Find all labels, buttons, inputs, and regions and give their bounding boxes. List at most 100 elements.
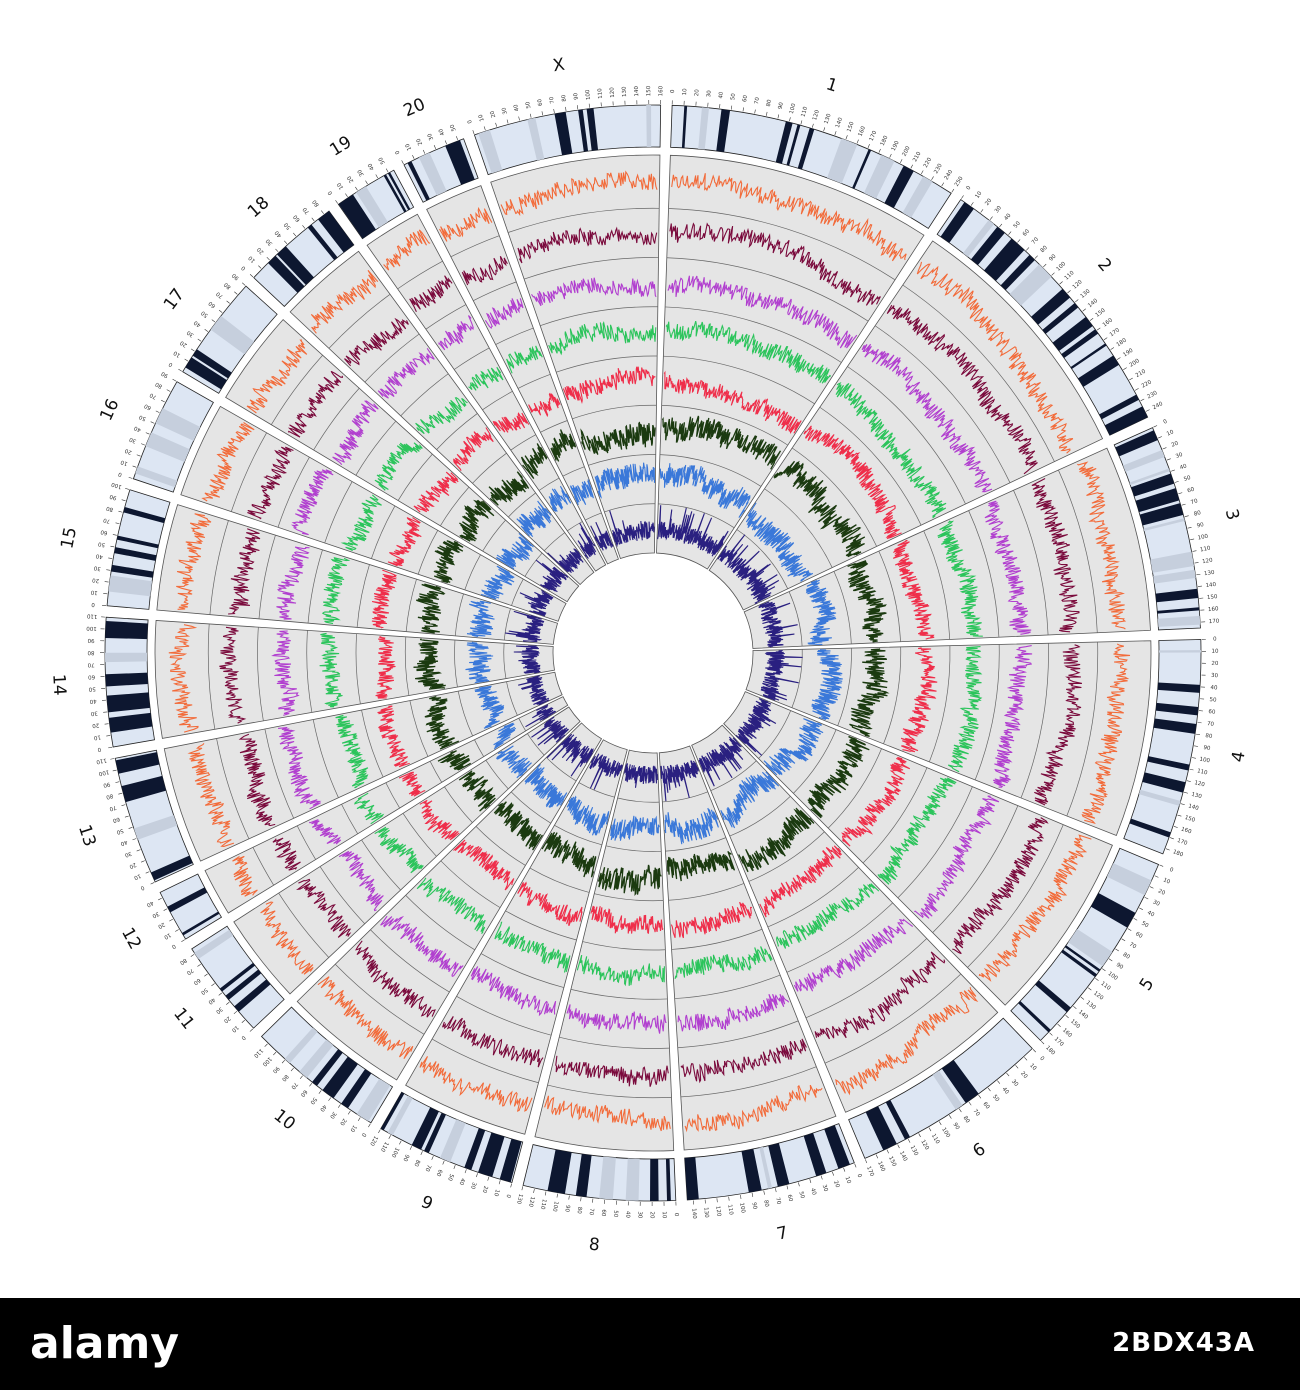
chrom-19-track-2-line [409,275,453,313]
chrom-8-cytoband [625,1158,640,1201]
chrom-x-cytoband [554,112,573,156]
chrom-1-tick-label: 200 [902,145,912,158]
chrom-10-track-2-line [355,940,436,1018]
chrom-16-tick-label: 0 [117,470,123,477]
chrom-4-tick [1191,757,1196,759]
chrom-7-track-divider [665,837,727,852]
chrom-x-track-divider [507,207,660,233]
chrom-20-track-divider [450,235,500,258]
chrom-8-tick [556,1193,558,1198]
chrom-13-tick-label: 100 [98,768,110,776]
chrom-10-cytoband [284,1027,318,1064]
chrom-2-tick-label: 220 [1141,379,1154,390]
chrom-4-tick [1195,733,1200,736]
chrom-19-cytoband [338,194,376,239]
chrom-13-track-7-line [474,685,505,729]
chrom-8-tick-label: 0 [673,1213,679,1217]
chrom-3-cytoband [1139,503,1184,526]
chrom-10-tick-label: 40 [318,1103,327,1113]
chrom-2-tick [1134,388,1139,391]
chrom-7-cytoband [768,1143,790,1187]
chrom-17-cytoband [192,349,232,379]
chrom-9-tick [476,1173,478,1178]
chrom-3-label: 3 [1221,507,1243,522]
chrom-7-track-divider [677,1020,799,1049]
chrom-3-tick-label: 10 [1166,429,1175,437]
chrom-5-tick [1041,1040,1045,1045]
chrom-1-tick-label: 90 [778,101,786,110]
chrom-1-tick-label: 120 [812,109,821,121]
chrom-4-track-divider [929,645,951,762]
chrom-11-tick [226,1001,230,1005]
chrom-15-tick-label: 80 [105,504,114,512]
chrom-4-tick-label: 120 [1194,780,1206,788]
chrom-7-tick [820,1175,823,1180]
chrom-1-tick-label: 110 [801,106,810,118]
chrom-5-track-2-line [952,817,1049,955]
chrom-1-track-divider [661,405,789,446]
chrom-15-cytoband [116,535,159,549]
chrom-9-tick [388,1135,391,1139]
chrom-18-track-divider [508,492,536,518]
chrom-16-tick-label: 50 [138,413,147,422]
chrom-9-track-divider [578,782,615,798]
chrom-1-tick [856,139,859,144]
chrom-13-tick [115,781,120,783]
chrom-4-cytoband [1157,682,1201,693]
chrom-x-track-divider [540,306,658,326]
chrom-3-tick-label: 0 [1163,419,1169,426]
chrom-17-tick [178,368,182,372]
chrom-11-track-divider [485,759,509,790]
chrom-6-cytoband [885,1099,911,1140]
chrom-17-track-1-line [246,339,308,414]
chrom-6-tick [1032,1049,1036,1053]
chrom-16-tick-label: 10 [120,458,129,466]
chrom-6-tick-label: 70 [972,1108,981,1118]
chrom-2-track-7-line [745,502,814,582]
chrom-5-tick [1108,958,1113,962]
chrom-11-tick-label: 30 [214,1005,224,1014]
chrom-4-tick-label: 0 [1213,637,1217,643]
chrom-19-track-divider [567,521,583,532]
chrom-19-tick [385,168,389,173]
chrom-11-track-divider [319,866,365,925]
chrom-4-label: 4 [1228,750,1250,764]
chrom-10-tick [347,1110,351,1115]
chrom-1-tick-label: 190 [891,140,901,153]
chrom-3-tick [1162,447,1167,450]
chrom-18-tick [321,210,324,214]
chrom-8-track-4-line [576,954,665,987]
chrom-10-track-divider [370,929,450,993]
chrom-8-tick-label: 120 [527,1196,535,1208]
chrom-12-track-divider [474,739,485,757]
chrom-x-cytoband [527,117,545,161]
chrom-5-track-divider [793,729,837,794]
chrom-4-track-6-line [849,648,890,738]
chrom-4-track-1-line [1081,643,1131,825]
chrom-2-tick-label: 20 [984,197,993,207]
chrom-9-tick-label: 120 [368,1134,379,1147]
chrom-8-label: 8 [588,1235,601,1256]
chrom-9-track-divider [480,953,564,988]
chrom-17-track-divider [524,552,543,577]
chrom-6-track-3-line [793,918,914,992]
chrom-6-tick [968,1101,972,1106]
chrom-17-tick [190,348,195,352]
chrom-1-tick [900,159,903,163]
chrom-x-tick [529,113,532,118]
chrom-11-tick-label: 20 [222,1015,232,1024]
chrom-18-tick [249,274,254,278]
chrom-18-track-divider [328,294,391,349]
chrom-17-tick-label: 10 [172,349,182,358]
chrom-9-tick [442,1160,445,1165]
chrom-4-tick-label: 100 [1199,757,1211,765]
chrom-9-tick-label: 70 [423,1163,431,1172]
chrom-x-track-3-line [531,277,657,307]
chrom-14-cytoband [106,692,150,713]
chrom-2-tick-label: 140 [1087,298,1099,310]
chrom-5-track-divider [897,786,973,899]
chrom-12-tick [181,939,185,943]
chrom-16-tick [136,454,141,457]
chrom-6-track-divider [710,760,757,791]
chrom-6-tick-label: 40 [1001,1086,1010,1096]
